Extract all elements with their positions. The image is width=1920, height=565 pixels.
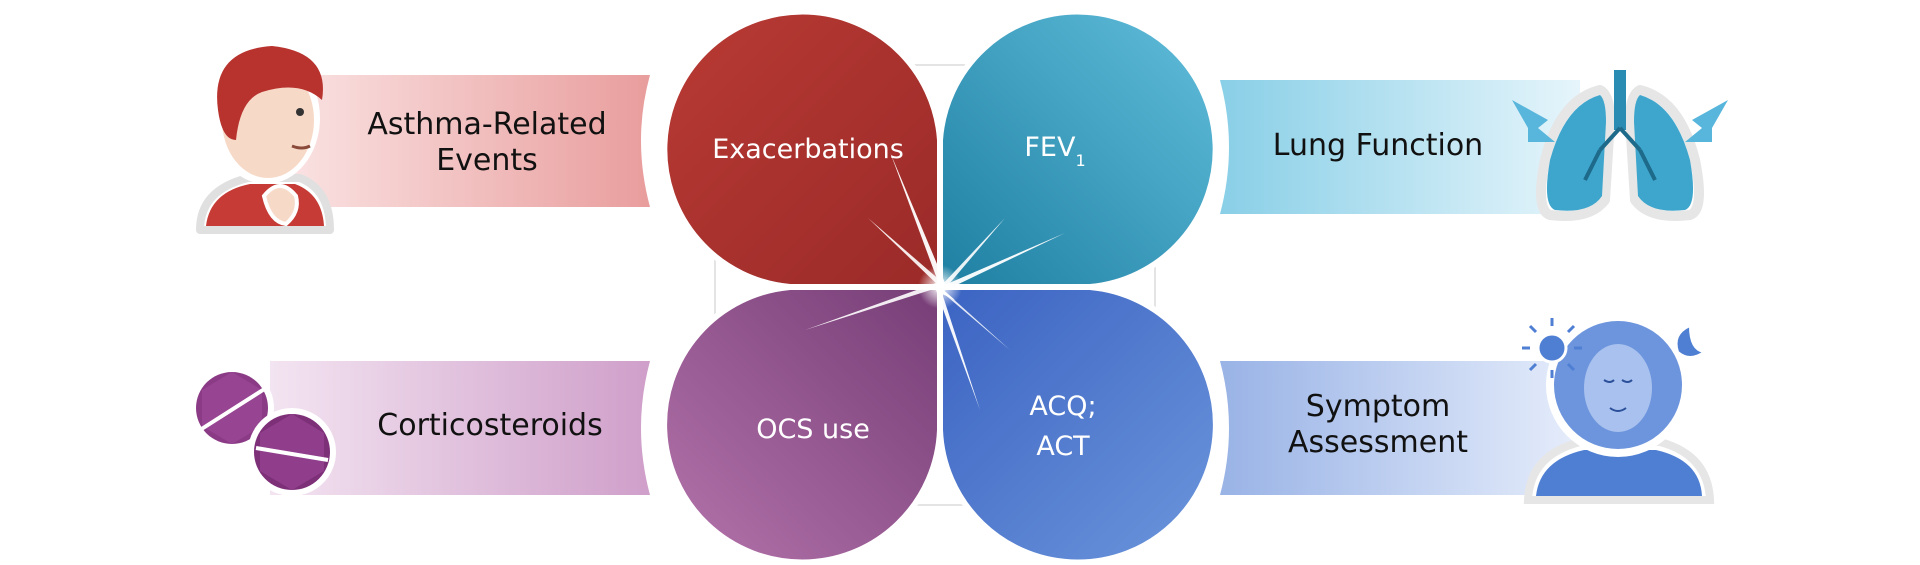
label-asthma-related: Asthma-Related bbox=[367, 107, 606, 142]
label-act: ACT bbox=[1036, 431, 1090, 462]
label-acq: ACQ; bbox=[1029, 391, 1096, 422]
band-symptom-assessment bbox=[1220, 361, 1580, 495]
petal-fev1 bbox=[937, 8, 1219, 290]
background-frame bbox=[714, 64, 1156, 506]
label-fev: FEV1 bbox=[1024, 132, 1085, 170]
lungs-icon bbox=[1512, 70, 1728, 221]
label-assessment: Assessment bbox=[1288, 425, 1468, 460]
label-events: Events bbox=[436, 143, 538, 178]
label-lung-function: Lung Function bbox=[1273, 128, 1483, 163]
label-fev-subscript: 1 bbox=[1075, 151, 1085, 170]
band-asthma-events bbox=[270, 75, 650, 207]
label-symptom: Symptom bbox=[1306, 389, 1450, 424]
label-exacerbations: Exacerbations bbox=[712, 134, 904, 165]
band-corticosteroids bbox=[270, 361, 650, 495]
band-lung-function bbox=[1220, 80, 1580, 214]
patient-holding-throat-icon bbox=[196, 46, 334, 234]
petal-exacerbations bbox=[661, 8, 943, 290]
petal-acq-act bbox=[937, 284, 1219, 565]
label-ocs-use: OCS use bbox=[756, 414, 870, 445]
tablets-icon bbox=[190, 366, 336, 496]
label-corticosteroids: Corticosteroids bbox=[377, 408, 602, 443]
center-starburst bbox=[805, 152, 1065, 410]
patient-headache-icon bbox=[1522, 313, 1715, 504]
petal-ocs-use bbox=[661, 284, 943, 565]
